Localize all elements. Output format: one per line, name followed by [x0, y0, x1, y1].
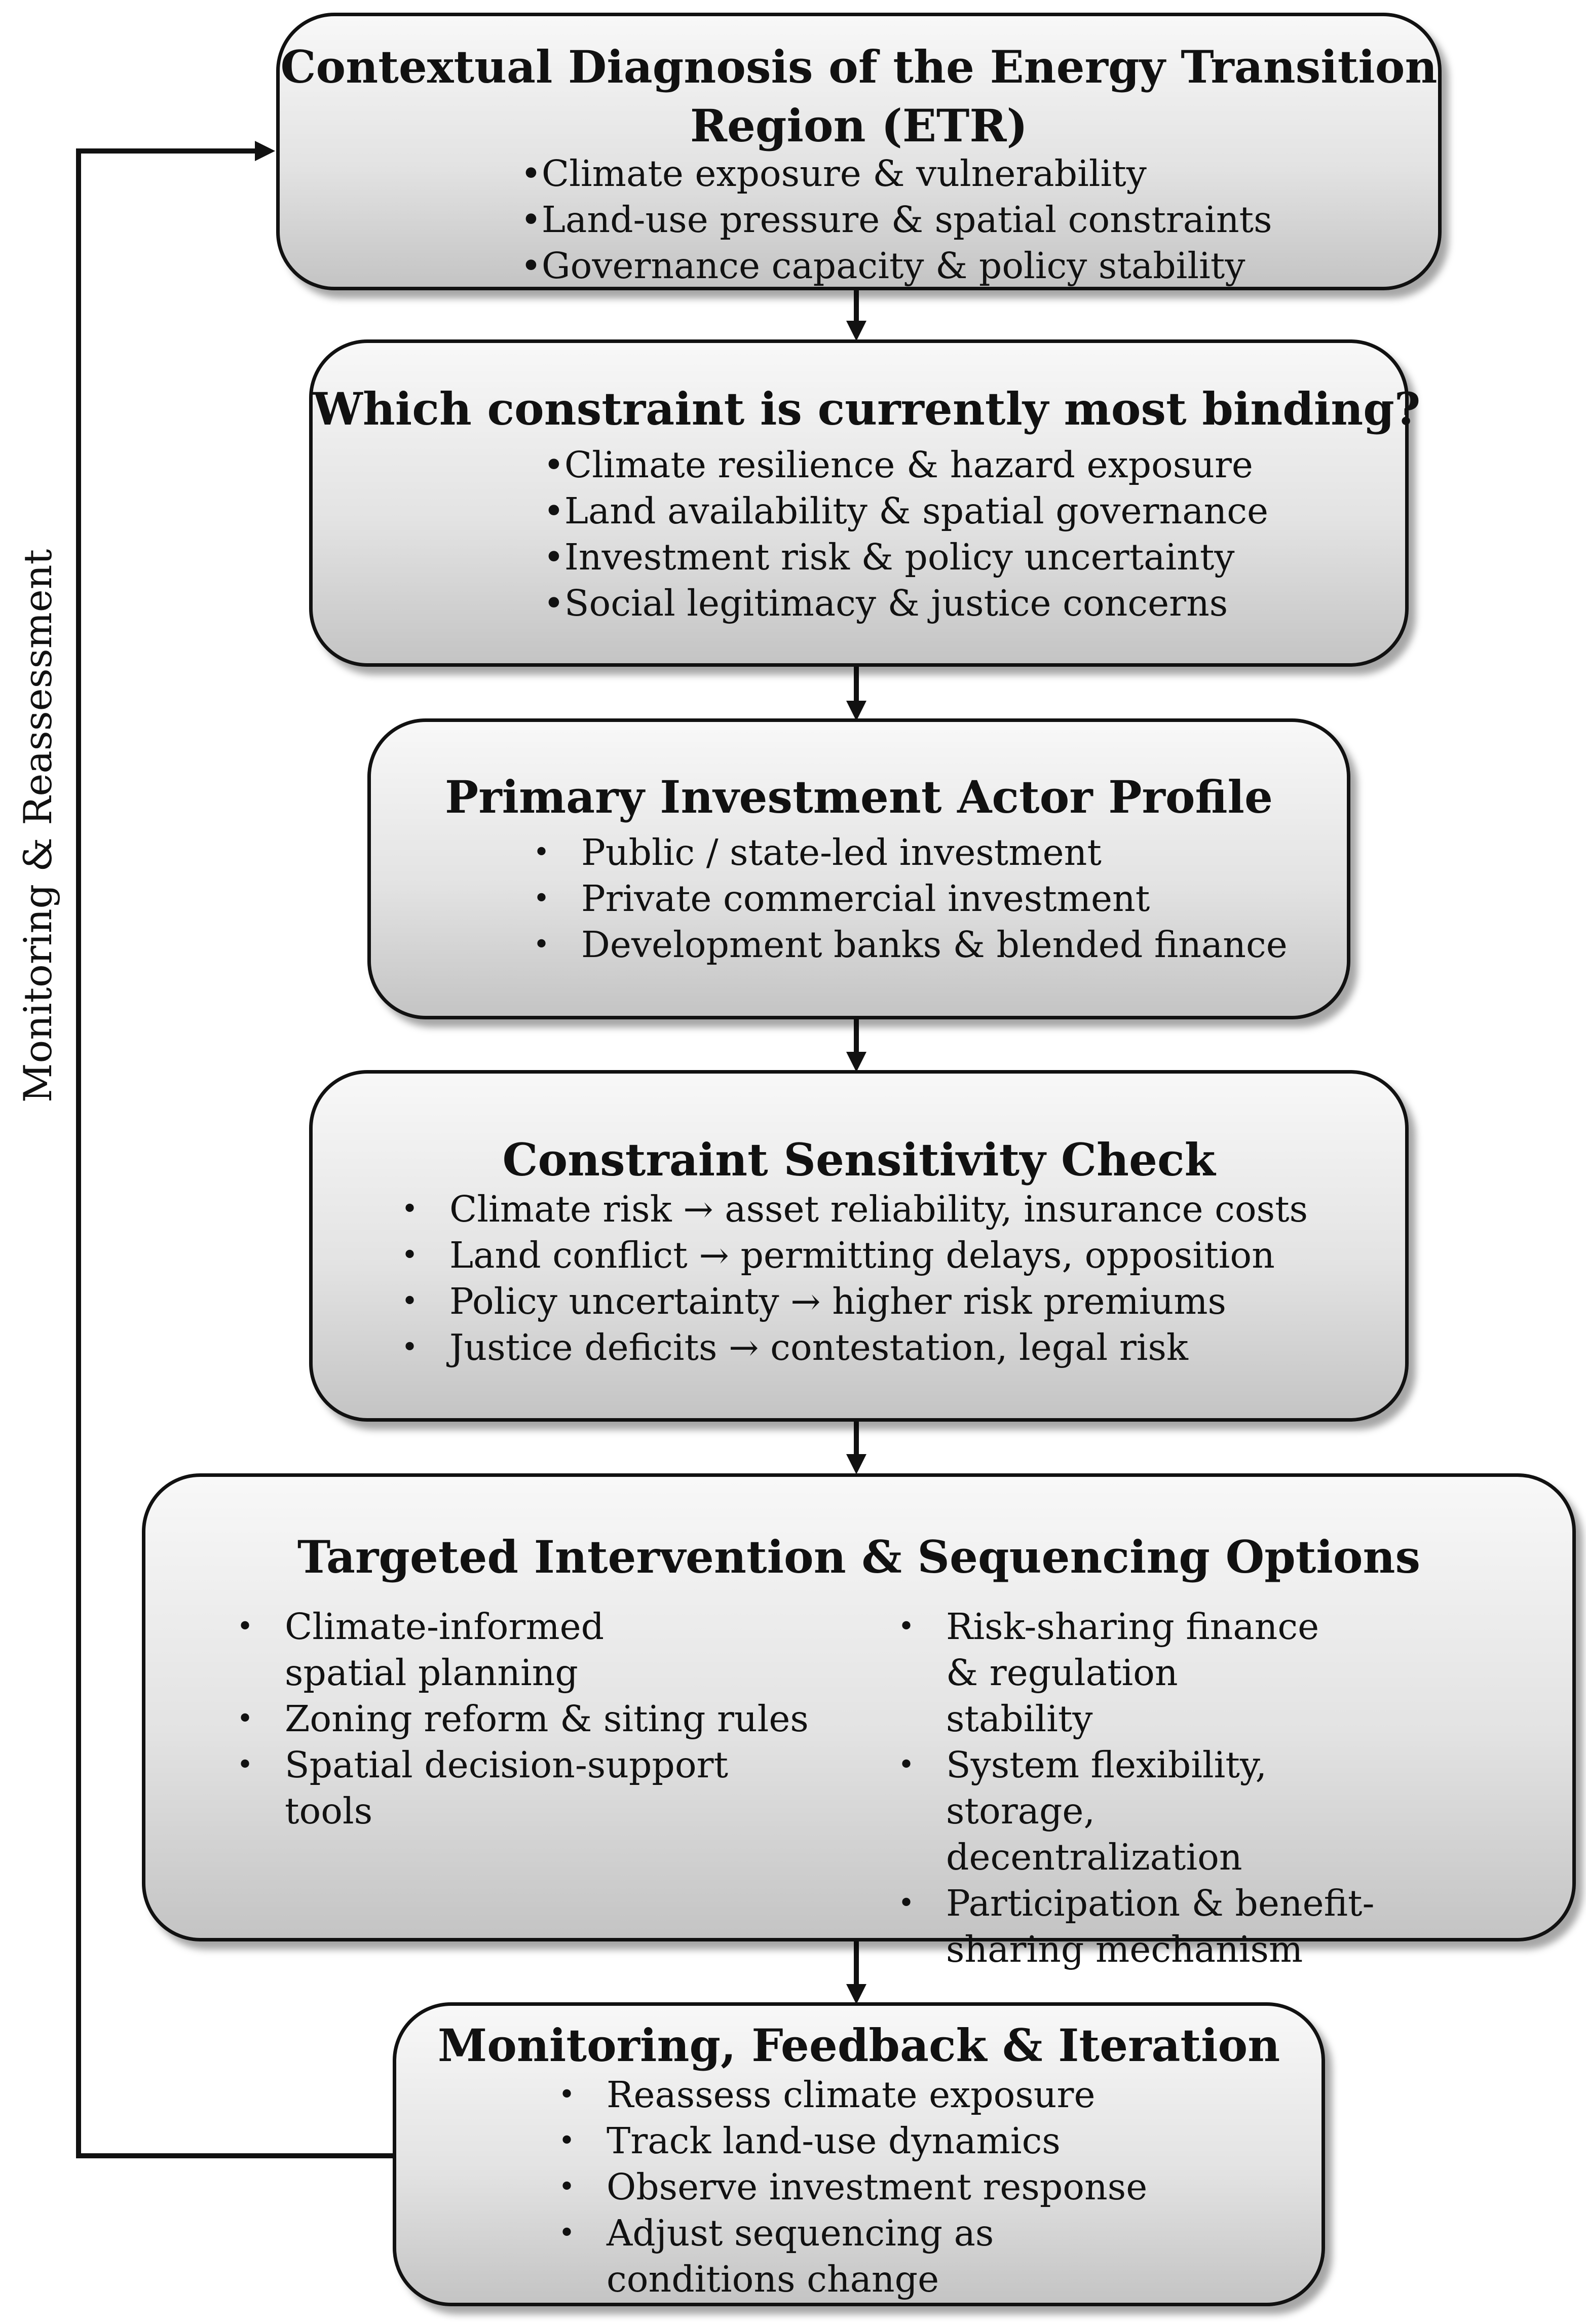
actor-profile-box: Primary Investment Actor Profile Public … [367, 718, 1350, 1019]
constraint-question-title: Which constraint is currently most bindi… [313, 383, 1421, 435]
diagnosis-item: Land-use pressure & spatial constraints [520, 197, 1272, 243]
constraint-question-box: Which constraint is currently most bindi… [309, 339, 1421, 667]
monitoring-feedback-item: Adjust sequencing as conditions change [558, 2210, 1217, 2302]
intervention-right-item: System flexibility, storage, decentraliz… [898, 1742, 1501, 1880]
actor-profile-item: Development banks & blended finance [533, 922, 1288, 968]
sensitivity-check-box: Constraint Sensitivity Check Climate ris… [309, 1070, 1409, 1422]
constraint-item: Land availability & spatial governance [543, 488, 1268, 534]
actor-profile-item: Public / state-led investment [533, 829, 1288, 875]
intervention-left-item: Spatial decision-support tools [237, 1742, 819, 1834]
actor-profile-item: Private commercial investment [533, 875, 1288, 922]
monitoring-feedback-title: Monitoring, Feedback & Iteration [437, 2019, 1280, 2072]
diagnosis-box: Contextual Diagnosis of the Energy Trans… [276, 13, 1442, 290]
constraint-item: Investment risk & policy uncertainty [543, 534, 1268, 580]
sensitivity-check-list: Climate risk → asset reliability, insura… [401, 1186, 1308, 1370]
actor-profile-list: Public / state-led investment Private co… [533, 829, 1288, 968]
diagnosis-item: Governance capacity & policy stability [520, 243, 1272, 289]
intervention-right-list: Risk-sharing finance & regulation stabil… [898, 1604, 1501, 1972]
constraint-list: Climate resilience & hazard exposure Lan… [543, 442, 1268, 626]
feedback-loop-label: Monitoring & Reassessment [15, 549, 60, 1103]
intervention-left-item: Zoning reform & siting rules [237, 1696, 819, 1742]
constraint-item: Climate resilience & hazard exposure [543, 442, 1268, 488]
sensitivity-check-item: Climate risk → asset reliability, insura… [401, 1186, 1308, 1232]
diagnosis-item: Climate exposure & vulnerability [520, 150, 1272, 197]
monitoring-feedback-box: Monitoring, Feedback & Iteration Reasses… [393, 2002, 1325, 2306]
monitoring-feedback-item: Observe investment response [558, 2164, 1217, 2210]
feedback-loop-arrow [76, 141, 393, 2158]
diagnosis-list: Climate exposure & vulnerability Land-us… [520, 150, 1272, 289]
intervention-options-title: Targeted Intervention & Sequencing Optio… [297, 1531, 1421, 1583]
sensitivity-check-item: Policy uncertainty → higher risk premium… [401, 1278, 1308, 1324]
sensitivity-check-title: Constraint Sensitivity Check [502, 1133, 1216, 1186]
actor-profile-title: Primary Investment Actor Profile [445, 771, 1273, 823]
monitoring-feedback-list: Reassess climate exposure Track land-use… [558, 2072, 1217, 2302]
intervention-left-item: Climate-informed spatial planning [237, 1604, 819, 1696]
intervention-options-box: Targeted Intervention & Sequencing Optio… [142, 1473, 1576, 1970]
intervention-left-list: Climate-informed spatial planning Zoning… [237, 1604, 819, 1834]
intervention-right-item: Risk-sharing finance & regulation stabil… [898, 1604, 1501, 1742]
sensitivity-check-item: Justice deficits → contestation, legal r… [401, 1324, 1308, 1370]
constraint-item: Social legitimacy & justice concerns [543, 580, 1268, 626]
monitoring-feedback-item: Track land-use dynamics [558, 2118, 1217, 2164]
diagnosis-title-line1: Contextual Diagnosis of the Energy Trans… [280, 41, 1438, 93]
monitoring-feedback-item: Reassess climate exposure [558, 2072, 1217, 2118]
intervention-right-item: Participation & benefit-sharing mechanis… [898, 1880, 1501, 1972]
sensitivity-check-item: Land conflict → permitting delays, oppos… [401, 1232, 1308, 1278]
diagnosis-title-line2: Region (ETR) [690, 99, 1028, 152]
